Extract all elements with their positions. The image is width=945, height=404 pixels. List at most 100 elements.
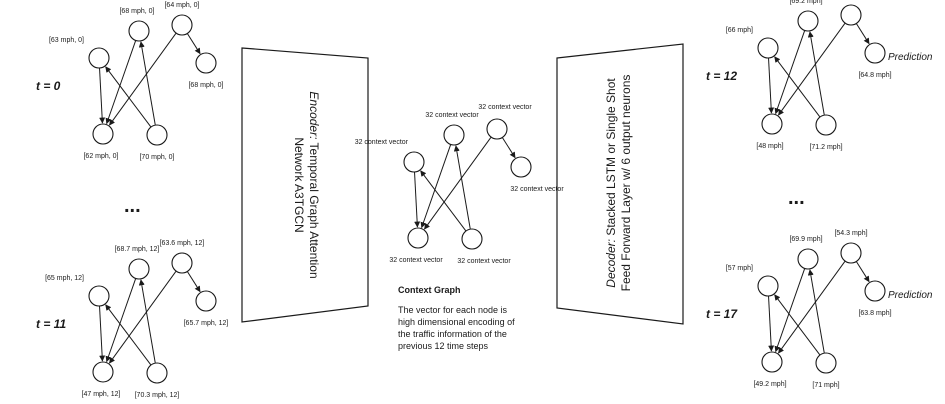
node-label: 32 context vector	[389, 257, 443, 264]
graph-edge	[138, 279, 156, 364]
graph-node	[171, 14, 193, 36]
ellipsis-right: ...	[788, 187, 805, 209]
node-label: [68 mph, 0]	[188, 82, 223, 89]
node-label: [54.3 mph]	[834, 230, 867, 237]
prediction-label: Prediction	[888, 290, 933, 301]
node-label: 32 context vector	[425, 112, 479, 119]
graph-edge	[138, 41, 156, 126]
graph-t12: [66 mph][69.2 mph][61 mph][64.8 mph][71.…	[706, 0, 933, 151]
graph-edge	[99, 305, 106, 362]
context-graph-title: Context Graph	[398, 285, 461, 295]
node-label: [71.2 mph]	[809, 144, 842, 151]
graph-node	[840, 242, 862, 264]
graph-edge	[420, 170, 467, 232]
encoder-block: Encoder: Temporal Graph Attention Networ…	[241, 47, 369, 323]
graph-node	[461, 228, 483, 250]
node-label: [48 mph]	[756, 143, 783, 150]
ellipsis-left: ...	[124, 195, 141, 217]
graph-node	[443, 124, 465, 146]
encoder-label: Encoder: Temporal Graph Attention Networ…	[292, 91, 321, 278]
decoder-label-line1: Decoder: Stacked LSTM or Single Shot	[604, 78, 618, 288]
graph-node	[128, 20, 150, 42]
node-label: [63.6 mph, 12]	[160, 240, 205, 247]
graph-node	[757, 275, 779, 297]
graph-t0: [63 mph, 0][68 mph, 0][64 mph, 0][68 mph…	[36, 2, 224, 161]
context-graph-description-line: previous 12 time steps	[398, 341, 489, 351]
node-label: [63.8 mph]	[858, 310, 891, 317]
time-step-label: t = 12	[706, 69, 737, 83]
graph-node	[88, 47, 110, 69]
node-label: [69.2 mph]	[789, 0, 822, 5]
graph-edge	[105, 40, 137, 125]
graphs-layer: [63 mph, 0][68 mph, 0][64 mph, 0][68 mph…	[36, 0, 933, 399]
graph-edge	[109, 270, 177, 364]
graph-node	[864, 280, 886, 302]
graph-node	[171, 252, 193, 274]
decoder-label: Decoder: Stacked LSTM or Single Shot Fee…	[604, 75, 633, 292]
graph-edge	[807, 269, 825, 354]
node-label: [64.8 mph]	[858, 72, 891, 79]
graph-edge	[855, 261, 870, 283]
time-step-label: t = 0	[36, 79, 61, 93]
graph-node	[403, 151, 425, 173]
time-step-label: t = 17	[706, 307, 738, 321]
time-step-label: t = 11	[36, 317, 66, 331]
graph-node	[797, 248, 819, 270]
graph-edge	[105, 304, 152, 366]
context-graph-caption: Context Graph The vector for each node i…	[398, 285, 515, 351]
node-label: [71 mph]	[812, 382, 839, 389]
graph-edge	[186, 271, 201, 293]
graph-node	[815, 114, 837, 136]
graph-node	[757, 37, 779, 59]
node-label: [66 mph]	[726, 27, 753, 34]
graph-edge	[414, 171, 421, 228]
graph-edge	[768, 295, 775, 352]
graph-node	[815, 352, 837, 374]
graph-edge	[424, 136, 492, 230]
node-label: 32 context vector	[457, 258, 511, 265]
graph-node	[195, 52, 217, 74]
decoder-block: Decoder: Stacked LSTM or Single Shot Fee…	[556, 43, 684, 325]
node-label: [68 mph, 0]	[119, 8, 154, 15]
context-graph-description-line: the traffic information of the	[398, 329, 507, 339]
node-label: [65.7 mph, 12]	[184, 320, 229, 327]
node-label: [49.2 mph]	[753, 381, 786, 388]
graph-node	[797, 10, 819, 32]
graph-node	[761, 351, 783, 373]
graph-edge	[420, 144, 452, 229]
graph-edge	[453, 145, 471, 230]
graph-node	[146, 362, 168, 384]
graph-node	[146, 124, 168, 146]
graph-edge	[774, 268, 806, 353]
graph-edge	[186, 33, 201, 55]
graph-node	[486, 118, 508, 140]
encoder-label-line1: Encoder: Temporal Graph Attention	[307, 91, 321, 278]
context-graph-description-line: high dimensional encoding of	[398, 317, 515, 327]
graph-edge	[768, 57, 775, 114]
node-label: 32 context vector	[510, 186, 564, 193]
graph-node	[864, 42, 886, 64]
node-label: 32 context vector	[478, 104, 532, 111]
graph-node	[195, 290, 217, 312]
graph-edge	[778, 260, 846, 354]
encoder-label-line2: Network A3TGCN	[292, 137, 306, 232]
node-label: [65 mph, 12]	[45, 275, 84, 282]
graph-node	[92, 123, 114, 145]
graph-edge	[774, 56, 821, 118]
graph-edge	[99, 67, 106, 124]
graph-node	[510, 156, 532, 178]
node-label: [70 mph, 0]	[139, 154, 174, 161]
graph-edge	[774, 294, 821, 356]
encoder-trapezoid	[241, 47, 369, 323]
graph-node	[88, 285, 110, 307]
graph-t17: [57 mph][69.9 mph][54.3 mph][63.8 mph][7…	[706, 230, 933, 389]
graph-node	[840, 4, 862, 26]
node-label: [70.3 mph, 12]	[135, 392, 180, 399]
node-label: [62 mph, 0]	[83, 153, 118, 160]
graph-edge	[774, 30, 806, 115]
graph-edge	[105, 278, 137, 363]
decoder-label-line2: Feed Forward Layer w/ 6 output neurons	[619, 75, 633, 292]
node-label: [63 mph, 0]	[49, 37, 84, 44]
